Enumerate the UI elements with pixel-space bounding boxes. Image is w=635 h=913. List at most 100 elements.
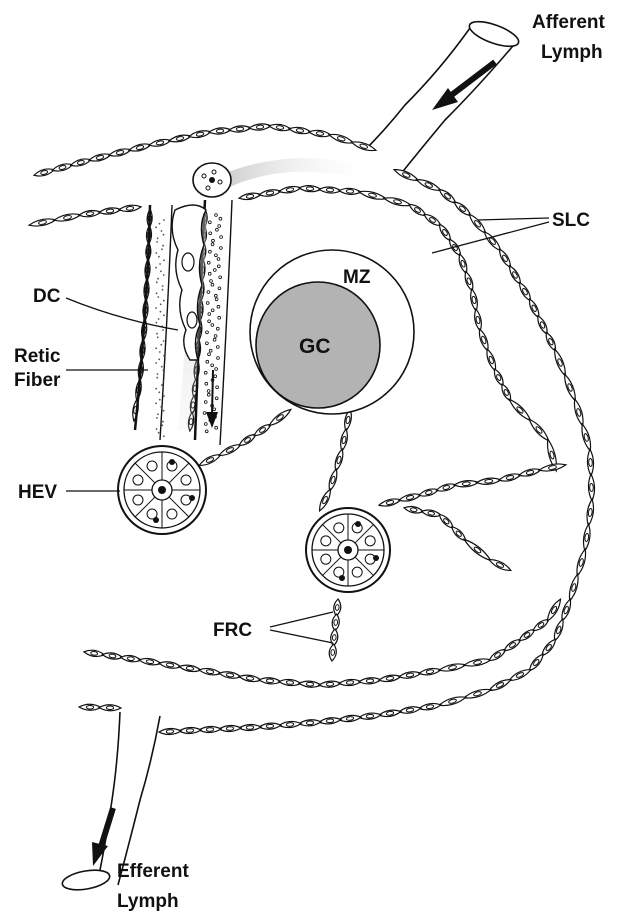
particle	[156, 333, 158, 335]
particle	[205, 430, 208, 433]
particle	[209, 250, 212, 253]
particle	[211, 364, 214, 367]
afferent-lymph-vessel	[365, 17, 522, 175]
frc-cell	[415, 177, 442, 193]
frc-cell	[463, 657, 491, 668]
frc-cell	[527, 298, 542, 319]
efferent-label-2: Lymph	[117, 891, 179, 912]
frc-cell	[508, 667, 532, 683]
capsule-chain-left	[28, 204, 141, 228]
frc-cell	[289, 126, 312, 135]
particle	[217, 265, 220, 268]
frc-cell	[567, 573, 581, 602]
frc-cell	[359, 677, 381, 685]
lymphocyte	[339, 575, 345, 581]
particle	[217, 258, 220, 261]
particle	[162, 289, 164, 291]
particle	[213, 338, 216, 341]
particle	[210, 280, 213, 283]
particle	[155, 347, 157, 349]
particle	[206, 342, 209, 345]
particle	[155, 388, 157, 390]
frc-cell	[229, 125, 252, 133]
frc-cell	[559, 598, 573, 622]
particle	[155, 226, 157, 228]
particle	[211, 243, 214, 246]
particle	[215, 214, 218, 217]
particle	[156, 292, 158, 294]
particle	[209, 349, 212, 352]
particle	[216, 327, 219, 330]
particle	[162, 285, 164, 287]
frc-cell	[299, 719, 321, 727]
frc-cell	[492, 368, 506, 387]
frc-cell	[219, 725, 241, 732]
particle	[161, 248, 163, 250]
frc-cell	[239, 192, 262, 202]
particle	[158, 318, 160, 320]
particle	[160, 406, 162, 408]
frc-cell	[544, 331, 559, 352]
frc-cell	[53, 212, 81, 223]
particle	[157, 413, 159, 415]
particle	[161, 424, 163, 426]
frc-cell	[484, 348, 498, 372]
frc-cell	[339, 679, 361, 687]
particle	[155, 267, 157, 269]
frc-cell	[159, 728, 181, 735]
frc-cell	[585, 499, 595, 527]
particle	[216, 386, 219, 389]
retic-label-2: Fiber	[14, 370, 61, 391]
particle	[159, 399, 161, 401]
frc-cell	[419, 702, 442, 712]
particle	[156, 377, 158, 379]
efferent-label-1: Efferent	[117, 861, 189, 882]
frc-cell	[587, 449, 594, 476]
frc-cell	[399, 670, 422, 680]
particle	[209, 232, 212, 235]
particle	[160, 344, 162, 346]
particle	[204, 423, 207, 426]
particle	[163, 435, 165, 437]
slc-leader-1	[478, 218, 549, 220]
dc-leader	[66, 298, 178, 330]
frc-cell	[419, 667, 442, 677]
frc-cell	[198, 452, 222, 468]
particle	[211, 283, 214, 286]
particle	[217, 357, 220, 360]
gc-label: GC	[299, 335, 331, 358]
frc-cell	[339, 428, 349, 451]
particle	[161, 384, 163, 386]
frc-cell	[473, 308, 483, 331]
frc-label: FRC	[213, 620, 252, 641]
frc-cell	[99, 207, 122, 216]
lymphocyte	[355, 521, 361, 527]
frc-cell	[393, 167, 420, 183]
lymphocyte	[373, 555, 379, 561]
particle	[155, 252, 157, 254]
particle	[218, 287, 221, 290]
frc-cell	[339, 714, 362, 723]
particle	[160, 270, 162, 272]
particle	[204, 371, 207, 374]
particle	[207, 390, 210, 393]
frc-cell	[436, 482, 457, 493]
frc-cell	[209, 127, 232, 135]
frc-cell	[488, 677, 512, 693]
particle	[213, 408, 216, 411]
afferent-label-2: Lymph	[541, 42, 603, 63]
conduit-flow-arrow	[206, 412, 218, 428]
frc-cell	[33, 167, 55, 178]
particle	[204, 401, 207, 404]
frc-cell	[457, 253, 469, 274]
frc-cell	[477, 328, 491, 352]
frc-cell	[379, 674, 402, 684]
hev2-lower-chain	[403, 505, 512, 573]
particle	[160, 311, 162, 313]
follicle	[250, 250, 414, 414]
frc-cell	[199, 726, 221, 733]
particle	[159, 223, 161, 225]
particle	[219, 217, 222, 220]
particle	[220, 236, 223, 239]
